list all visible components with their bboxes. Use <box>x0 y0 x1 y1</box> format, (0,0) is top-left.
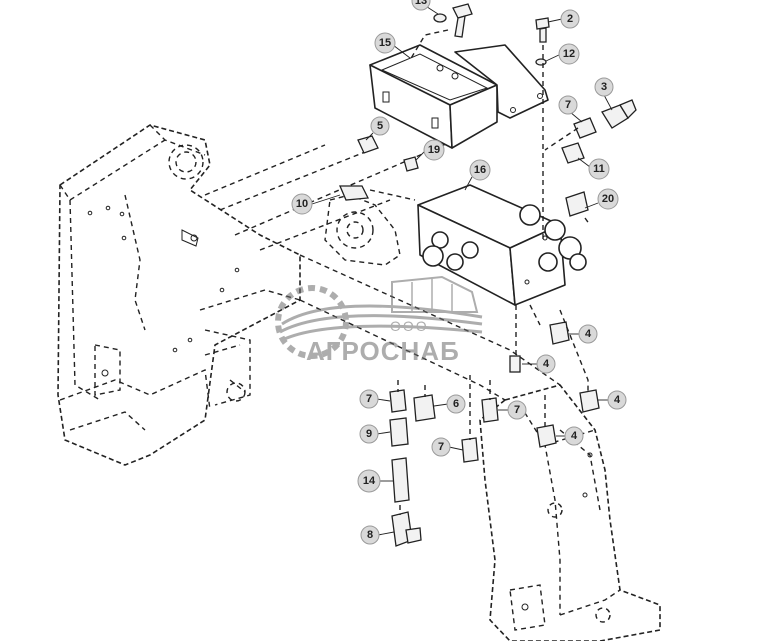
svg-text:12: 12 <box>563 48 575 60</box>
callout-3: 3 <box>594 77 614 97</box>
svg-text:4: 4 <box>571 430 578 442</box>
callout-10: 10 <box>291 193 313 215</box>
svg-text:5: 5 <box>377 120 383 132</box>
right-frame <box>479 384 661 641</box>
callout-4-a: 4 <box>578 324 598 344</box>
svg-text:7: 7 <box>514 404 520 416</box>
svg-text:14: 14 <box>363 475 376 487</box>
callout-4-c: 4 <box>607 390 627 410</box>
svg-text:9: 9 <box>366 428 372 440</box>
callouts: 13 2 15 12 3 7 5 19 11 16 20 10 4 4 4 4 … <box>291 0 627 545</box>
main-frame <box>57 124 301 466</box>
callout-7-left: 7 <box>359 389 379 409</box>
fittings <box>339 3 637 547</box>
valve-block <box>417 184 587 306</box>
svg-text:13: 13 <box>415 0 427 7</box>
svg-text:4: 4 <box>614 394 621 406</box>
svg-text:3: 3 <box>601 81 607 93</box>
svg-text:7: 7 <box>438 441 444 453</box>
svg-text:19: 19 <box>428 144 440 156</box>
callout-15: 15 <box>374 32 396 54</box>
callout-4-b: 4 <box>536 354 556 374</box>
svg-text:11: 11 <box>593 163 605 175</box>
callout-12: 12 <box>558 43 580 65</box>
callout-20: 20 <box>597 188 619 210</box>
callout-19: 19 <box>423 139 445 161</box>
svg-text:4: 4 <box>543 358 550 370</box>
callout-4-d: 4 <box>564 426 584 446</box>
callout-13: 13 <box>411 0 431 11</box>
connection-lines <box>369 29 591 515</box>
callout-16: 16 <box>469 159 491 181</box>
callout-5: 5 <box>370 116 390 136</box>
svg-text:10: 10 <box>296 198 308 210</box>
svg-text:4: 4 <box>585 328 592 340</box>
callout-7-middle: 7 <box>507 400 527 420</box>
callout-7-lower: 7 <box>431 437 451 457</box>
callout-2: 2 <box>560 9 580 29</box>
svg-text:20: 20 <box>602 193 614 205</box>
svg-text:7: 7 <box>565 99 571 111</box>
callout-6: 6 <box>446 394 466 414</box>
svg-text:16: 16 <box>474 164 486 176</box>
svg-text:2: 2 <box>567 13 573 25</box>
callout-14: 14 <box>357 469 381 493</box>
svg-text:7: 7 <box>366 393 372 405</box>
callout-7-upper: 7 <box>558 95 578 115</box>
svg-text:15: 15 <box>379 37 391 49</box>
svg-text:8: 8 <box>367 529 373 541</box>
svg-text:6: 6 <box>453 398 459 410</box>
bracket-box <box>369 44 549 149</box>
callout-8: 8 <box>360 525 380 545</box>
callout-11: 11 <box>588 158 610 180</box>
callout-9: 9 <box>359 424 379 444</box>
